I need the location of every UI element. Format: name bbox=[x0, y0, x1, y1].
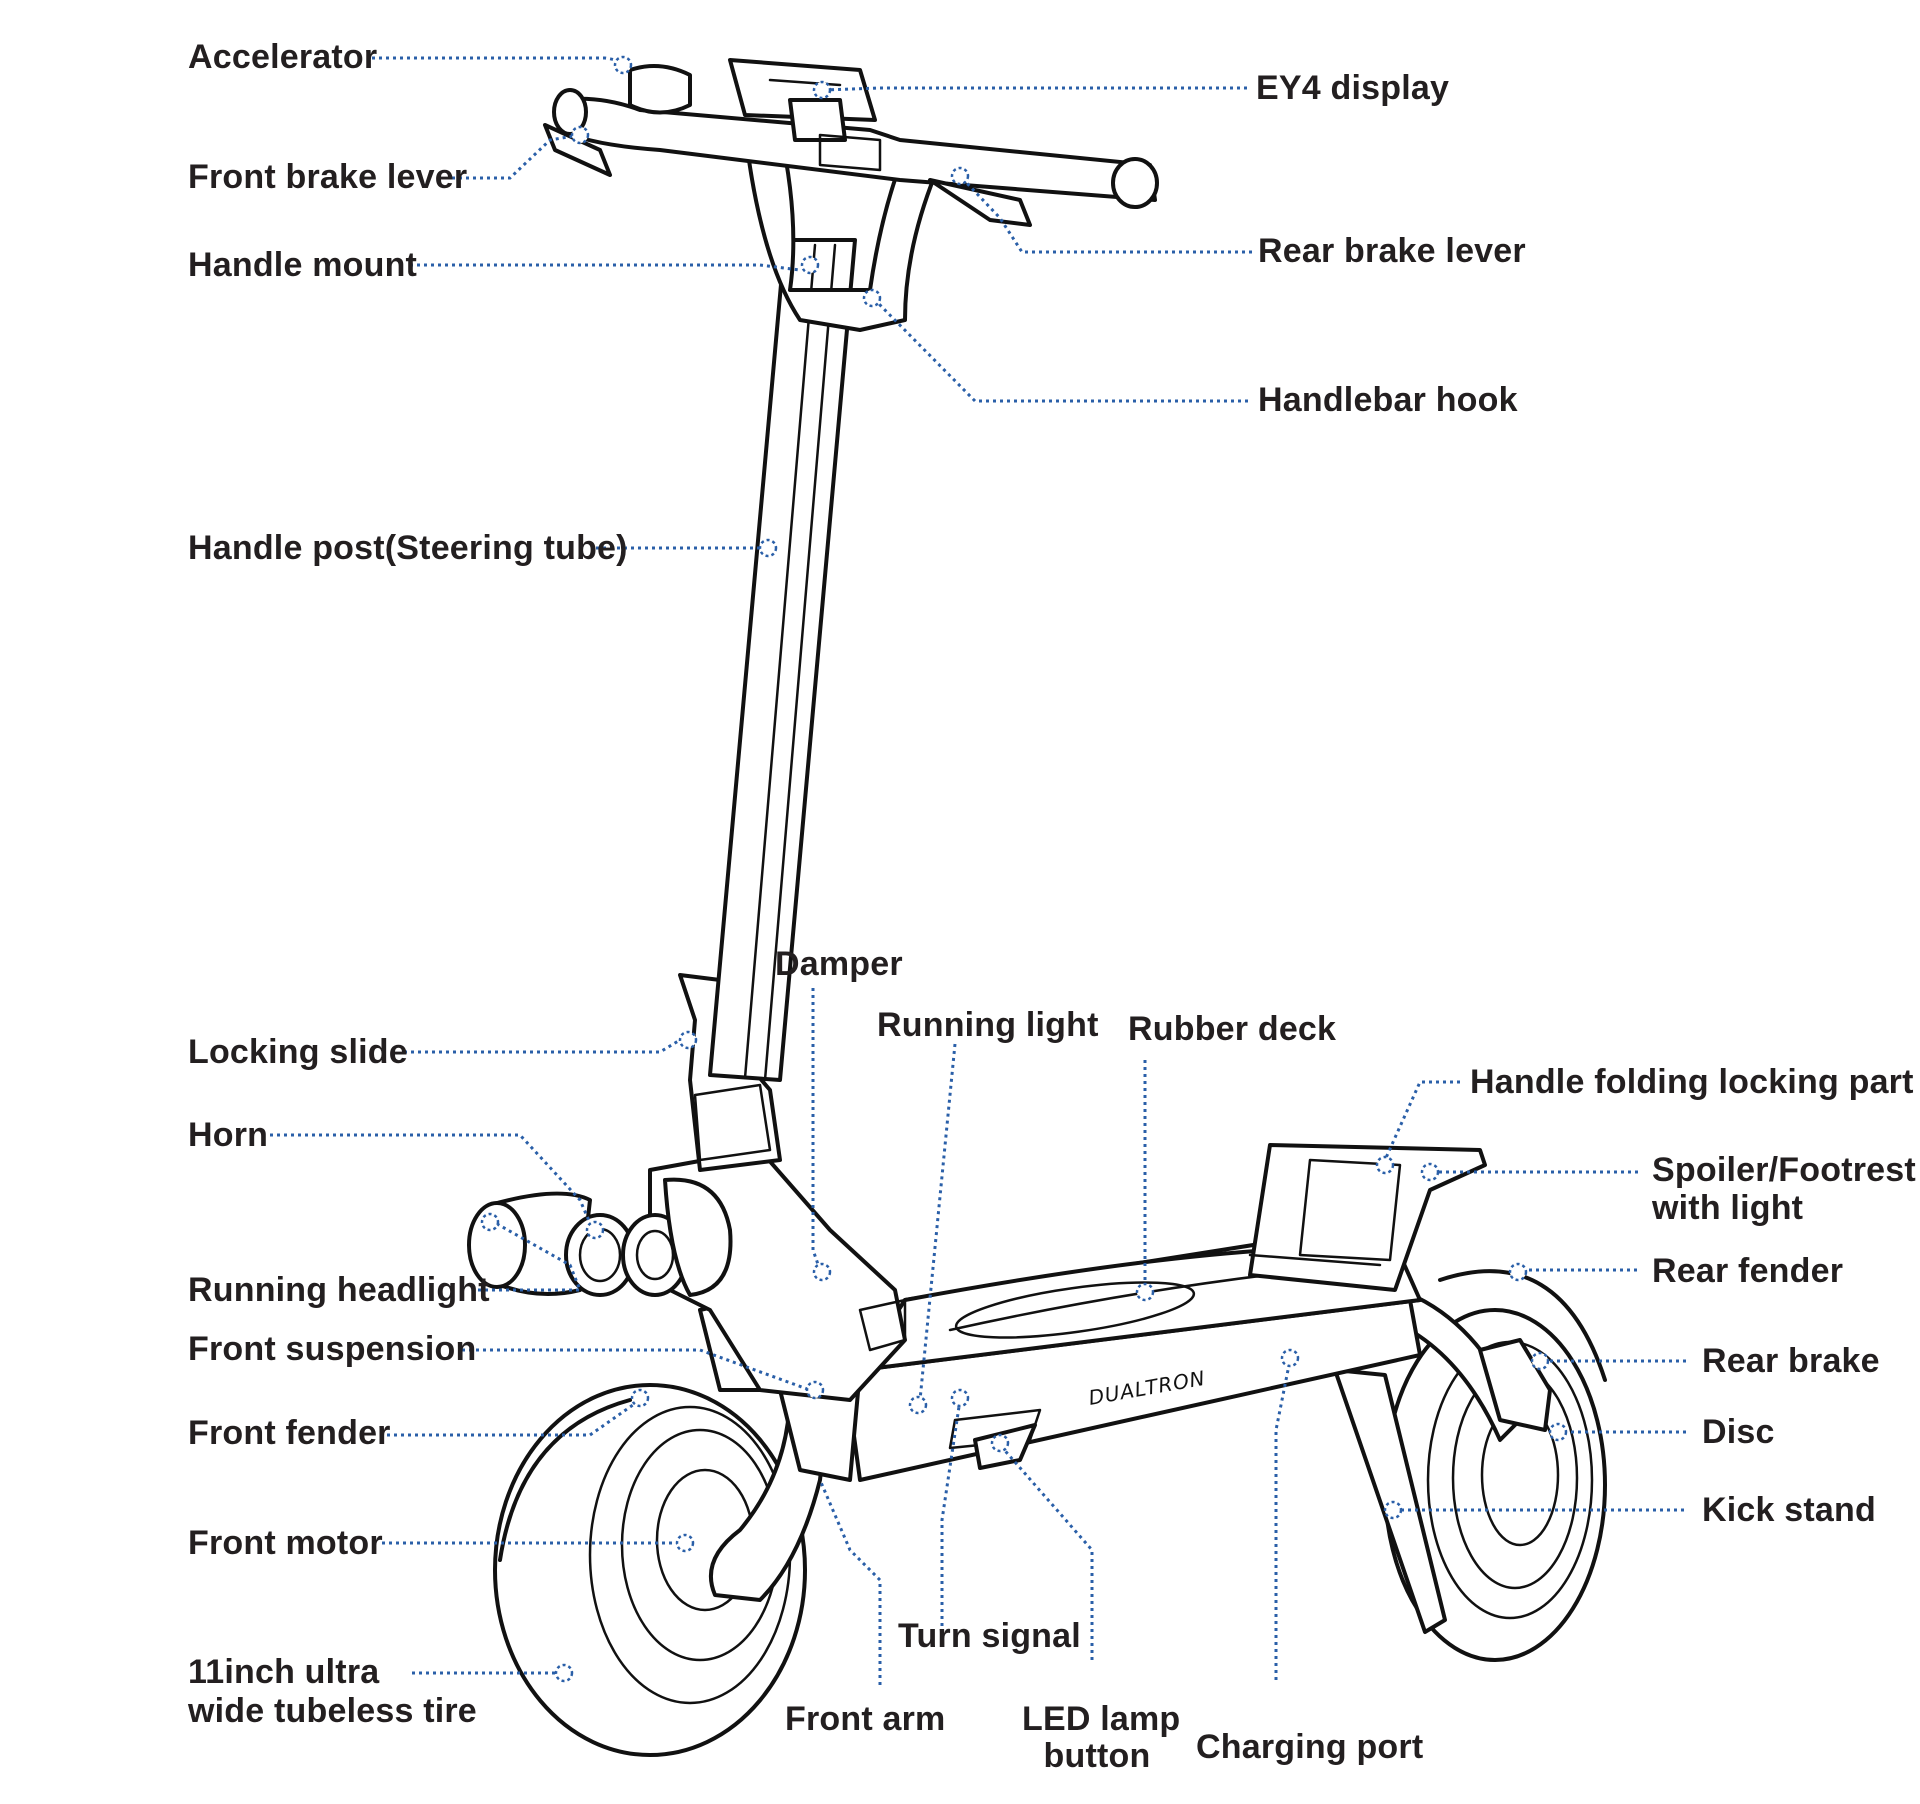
label-ey4-display: EY4 display bbox=[1256, 69, 1450, 107]
label-disc: Disc bbox=[1702, 1413, 1775, 1451]
label-front-brake-lever: Front brake lever bbox=[188, 158, 468, 196]
label-damper: Damper bbox=[775, 945, 903, 983]
label-led-line2: button bbox=[1043, 1737, 1151, 1775]
label-front-motor: Front motor bbox=[188, 1524, 383, 1562]
label-front-fender: Front fender bbox=[188, 1414, 391, 1452]
front-wheel bbox=[493, 1383, 807, 1757]
scooter-illustration: DUALTRON bbox=[467, 58, 1607, 1757]
label-kick-stand: Kick stand bbox=[1702, 1491, 1876, 1529]
label-front-suspension: Front suspension bbox=[188, 1330, 477, 1368]
label-handle-folding-locking-part: Handle folding locking part bbox=[1470, 1063, 1914, 1101]
headlight-cluster bbox=[467, 1177, 733, 1297]
label-running-headlight: Running headlight bbox=[188, 1271, 490, 1309]
label-handle-post: Handle post(Steering tube) bbox=[188, 529, 628, 567]
label-charging-port: Charging port bbox=[1196, 1728, 1424, 1766]
label-rubber-deck: Rubber deck bbox=[1128, 1010, 1337, 1048]
label-front-arm: Front arm bbox=[785, 1700, 946, 1738]
label-rear-brake: Rear brake bbox=[1702, 1342, 1880, 1380]
label-running-light: Running light bbox=[877, 1006, 1099, 1044]
label-locking-slide: Locking slide bbox=[188, 1033, 408, 1071]
label-handlebar-hook: Handlebar hook bbox=[1258, 381, 1518, 419]
spoiler-footrest bbox=[1248, 1143, 1487, 1292]
label-tire-line1: 11inch ultra bbox=[188, 1653, 380, 1691]
handlebar-assembly bbox=[543, 58, 1159, 332]
label-horn: Horn bbox=[188, 1116, 269, 1154]
label-handle-mount: Handle mount bbox=[188, 246, 418, 284]
label-spoiler-line2: with light bbox=[1652, 1189, 1804, 1227]
leader-lines bbox=[270, 56, 1686, 1685]
kick-stand-shape bbox=[1333, 1368, 1447, 1634]
label-tire-line2: wide tubeless tire bbox=[188, 1692, 477, 1730]
label-rear-brake-lever: Rear brake lever bbox=[1258, 232, 1526, 270]
label-spoiler-line1: Spoiler/Footrest bbox=[1652, 1151, 1916, 1189]
label-accelerator: Accelerator bbox=[188, 38, 378, 76]
pin-markers bbox=[480, 55, 1568, 1683]
label-turn-signal: Turn signal bbox=[898, 1617, 1081, 1655]
label-rear-fender: Rear fender bbox=[1652, 1252, 1844, 1290]
label-led-line1: LED lamp bbox=[1022, 1700, 1181, 1738]
steering-post bbox=[708, 238, 857, 1082]
